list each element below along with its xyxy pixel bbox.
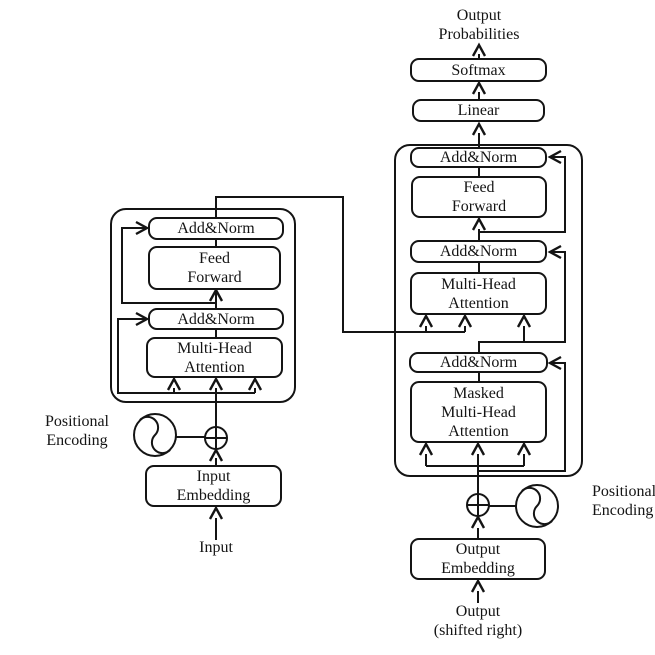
encoder-to-decoder-line <box>215 196 465 333</box>
decoder-add-icon <box>466 493 490 517</box>
decoder-feed-forward-box: Feed Forward <box>411 176 547 218</box>
input-embedding-box: Input Embedding <box>145 465 282 507</box>
encoder-positional-encoding-label: Positional Encoding <box>44 413 109 449</box>
encoder-residual-top <box>121 227 216 304</box>
decoder-mha-input-shafts <box>425 326 525 342</box>
linear-box: Linear <box>412 99 545 122</box>
output-embedding-box: Output Embedding <box>410 538 546 580</box>
encoder-multi-head-attention-box: Multi-Head Attention <box>146 337 283 378</box>
decoder-multi-head-attention-box: Multi-Head Attention <box>410 272 547 315</box>
encoder-add-icon <box>204 426 228 450</box>
output-probabilities-label: Output Probabilities <box>438 7 520 43</box>
input-label: Input <box>199 539 233 556</box>
decoder-add-norm-bottom-box: Add&Norm <box>409 352 548 373</box>
decoder-masked-shafts <box>425 454 525 494</box>
linear-label: Linear <box>457 102 500 119</box>
decoder-positional-encoding-label: Positional Encoding <box>592 483 655 519</box>
softmax-label: Softmax <box>451 61 506 79</box>
encoder-residual-bottom <box>117 318 255 394</box>
decoder-query-line-residual-mid <box>478 251 566 352</box>
masked-multi-head-attention-box: Masked Multi-Head Attention <box>410 381 547 443</box>
encoder-feed-forward-box: Feed Forward <box>148 246 281 290</box>
arrowheads <box>135 42 562 593</box>
decoder-residual-top <box>479 156 566 233</box>
output-shifted-right-label: Output (shifted right) <box>433 603 523 639</box>
encoder-positional-encoding-icon <box>133 413 177 457</box>
decoder-add-norm-top-box: Add&Norm <box>410 147 547 168</box>
decoder-residual-bottom <box>478 362 566 472</box>
encoder-add-norm-top-box: Add&Norm <box>148 217 284 240</box>
decoder-positional-encoding-icon <box>515 484 559 528</box>
encoder-add-norm-bottom-box: Add&Norm <box>148 308 284 330</box>
softmax-box: Softmax <box>410 58 547 82</box>
decoder-add-norm-mid-box: Add&Norm <box>410 240 547 263</box>
